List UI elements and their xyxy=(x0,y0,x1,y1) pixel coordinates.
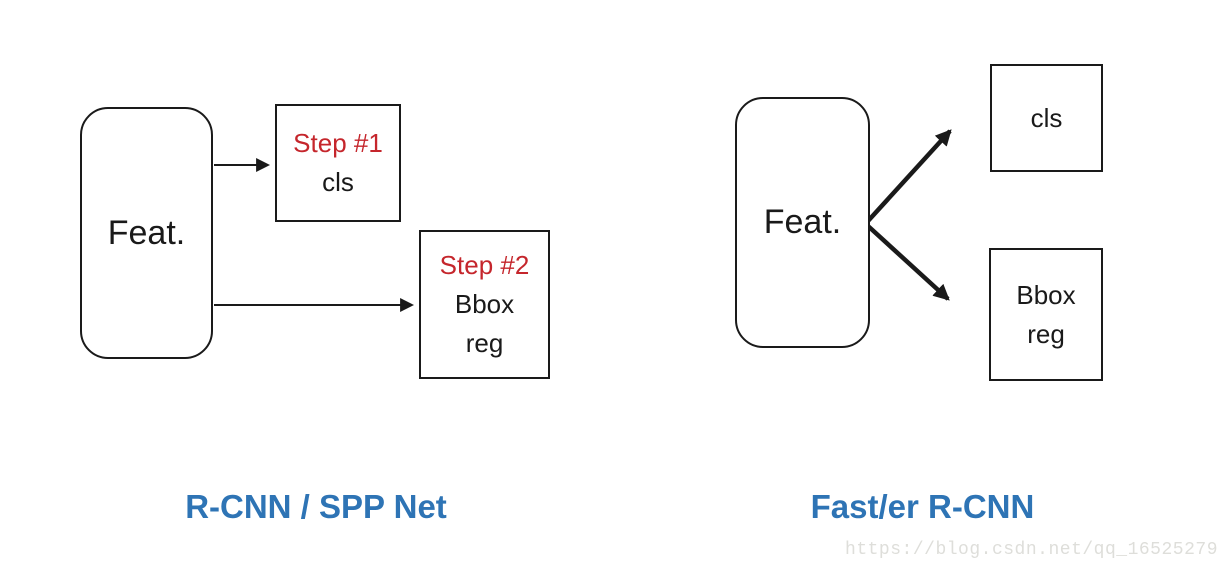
cls-node: cls xyxy=(990,64,1103,172)
step1-title: Step #1 xyxy=(293,128,383,158)
feat-label-left: Feat. xyxy=(107,213,186,252)
step2-title: Step #2 xyxy=(439,250,530,280)
step2-line1: Bbox xyxy=(454,289,515,319)
step1-cls-node: Step #1 cls xyxy=(275,104,401,222)
feat-node-left: Feat. xyxy=(80,107,213,359)
bbox-line2: reg xyxy=(1027,318,1065,349)
watermark: https://blog.csdn.net/qq_16525279 xyxy=(845,540,1218,560)
bbox-reg-node: Bbox reg xyxy=(989,248,1103,381)
step2-line2: reg xyxy=(465,328,504,358)
arrow-feat-to-bbox xyxy=(866,224,950,301)
right-caption: Fast/er R-CNN xyxy=(810,488,1035,525)
step1-label: cls xyxy=(322,167,354,197)
cls-label: cls xyxy=(1030,102,1063,133)
arrow-feat-to-cls xyxy=(866,129,952,223)
feat-label-right: Feat. xyxy=(763,203,842,241)
feat-node-right: Feat. xyxy=(735,97,870,348)
step2-bbox-node: Step #2 Bbox reg xyxy=(419,230,550,379)
bbox-line1: Bbox xyxy=(1016,279,1076,310)
left-caption: R-CNN / SPP Net xyxy=(185,488,447,525)
